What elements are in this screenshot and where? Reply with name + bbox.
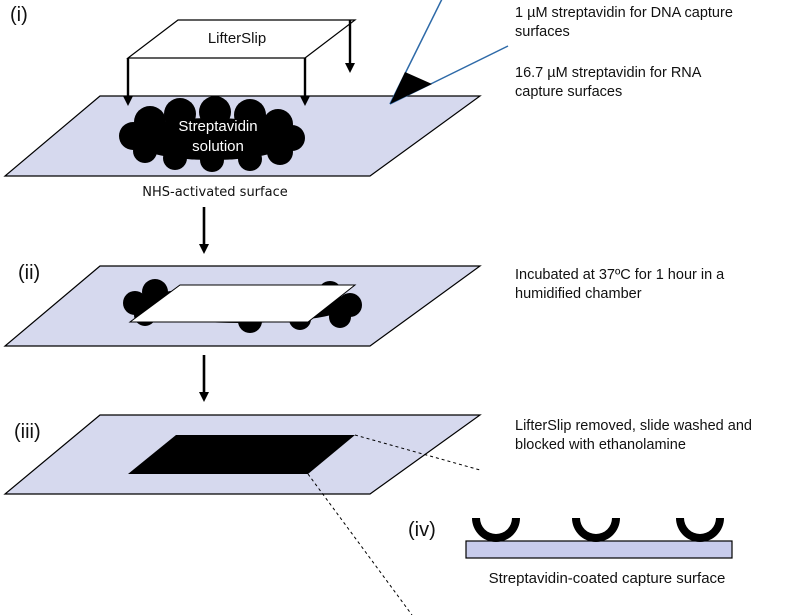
step-iii-label: (iii) (14, 421, 41, 443)
dna-note-line2: surfaces (515, 24, 570, 40)
step-ii-label: (ii) (18, 262, 41, 284)
removal-note-line1: LifterSlip removed, slide washed and (515, 418, 752, 434)
lifterslip-ii (128, 284, 357, 323)
incubation-note-line1: Incubated at 37ºC for 1 hour in a (515, 267, 725, 283)
capture-surface-label: Streptavidin-coated capture surface (489, 570, 726, 587)
dna-note: 1 µM streptavidin for DNA capture surfac… (515, 4, 733, 42)
lifterslip-label: LifterSlip (208, 30, 266, 47)
removal-note-line2: blocked with ethanolamine (515, 437, 686, 453)
nhs-surface-label: NHS-activated surface (142, 185, 287, 200)
incubation-note-line2: humidified chamber (515, 286, 642, 302)
rna-note-line1: 16.7 µM streptavidin for RNA (515, 65, 702, 81)
step-iv-label: (iv) (408, 519, 436, 541)
removal-note: LifterSlip removed, slide washed and blo… (515, 417, 752, 455)
rna-note-line2: capture surfaces (515, 84, 623, 100)
step-i-label: (i) (10, 4, 28, 26)
streptavidin-label-line2: solution (192, 138, 244, 155)
dna-note-line1: 1 µM streptavidin for DNA capture (515, 5, 733, 21)
streptavidin-cups (472, 518, 724, 542)
rna-note: 16.7 µM streptavidin for RNA capture sur… (515, 64, 701, 102)
capture-surface-bar (465, 540, 733, 559)
pipette-tip (389, 0, 509, 105)
incubation-note: Incubated at 37ºC for 1 hour in a humidi… (515, 266, 724, 304)
streptavidin-cloud (119, 96, 305, 172)
streptavidin-label-line1: Streptavidin (178, 118, 257, 135)
capture-area (128, 435, 355, 474)
zoom-line-bottom (307, 473, 413, 615)
zoom-line-top (354, 434, 481, 471)
